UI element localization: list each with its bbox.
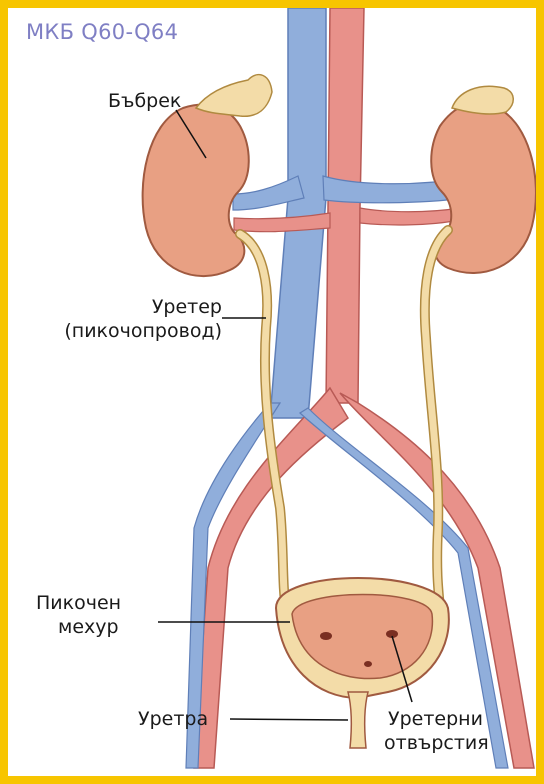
urinary-system-illustration — [8, 8, 536, 776]
ureter-label-line2: (пикочопровод) — [14, 320, 222, 342]
right-kidney — [431, 103, 536, 273]
left-renal-artery — [234, 213, 330, 232]
ureteral-orifices-label-line1: Уретерни — [388, 708, 483, 730]
left-ureteral-orifice — [320, 632, 332, 640]
icd-code-title: МКБ Q60-Q64 — [26, 20, 178, 44]
ureteral-orifices-label-line2: отвърстия — [384, 732, 489, 754]
bladder-label-line1: Пикочен — [36, 592, 121, 614]
urethra-leader-line — [230, 719, 348, 720]
right-adrenal-gland — [452, 86, 513, 114]
ureter-label-line1: Уретер — [62, 296, 222, 318]
left-adrenal-gland — [196, 75, 272, 117]
urethra-tube — [348, 692, 368, 748]
aorta — [326, 8, 364, 403]
bladder-label-line2: мехур — [58, 616, 119, 638]
bladder-neck-opening — [364, 661, 372, 667]
diagram-frame: МКБ Q60-Q64 Бъбрек Уретер (пикочопровод)… — [8, 8, 536, 776]
kidney-label: Бъбрек — [108, 90, 181, 112]
vena-cava — [270, 8, 326, 418]
left-kidney — [143, 105, 249, 277]
right-renal-artery — [360, 208, 460, 225]
urethra-label: Уретра — [138, 708, 208, 730]
